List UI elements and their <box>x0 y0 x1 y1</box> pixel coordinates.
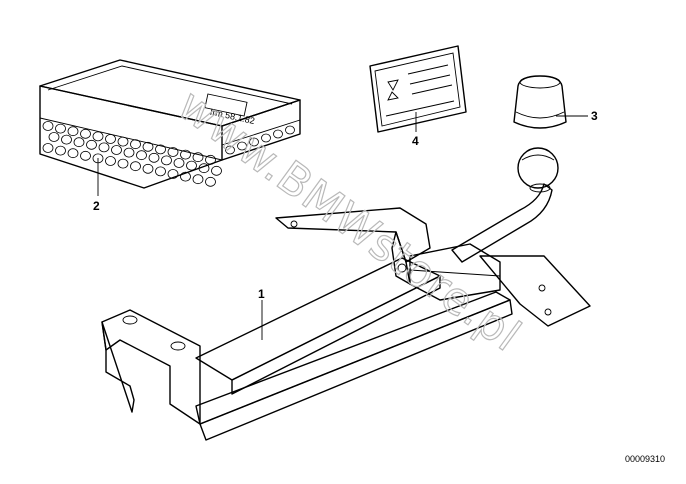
vent-hole <box>198 163 210 174</box>
vent-hole <box>273 129 283 139</box>
vent-hole <box>148 152 160 163</box>
vent-hole <box>80 150 91 161</box>
callout-3: 3 <box>591 109 598 123</box>
vent-hole <box>105 156 116 166</box>
vent-hole <box>80 128 91 139</box>
vent-hole <box>73 137 85 148</box>
vent-hole <box>142 163 154 174</box>
vent-hole <box>42 143 54 153</box>
vent-hole <box>117 158 129 169</box>
vent-hole <box>211 165 222 176</box>
part-1-tow-hitch <box>101 147 591 441</box>
vent-hole <box>285 125 295 135</box>
vent-hole <box>173 158 185 168</box>
ventilation-holes <box>42 121 295 187</box>
vent-hole <box>161 155 172 166</box>
reference-number: 00009310 <box>625 454 665 464</box>
part-2-box: Irm 58.1.82 <box>39 59 301 189</box>
vent-hole <box>192 174 204 185</box>
vent-hole <box>123 147 135 158</box>
vent-hole <box>86 139 97 150</box>
vent-hole <box>205 154 216 165</box>
vent-hole <box>48 132 60 142</box>
vent-hole <box>98 142 110 153</box>
callout-4: 4 <box>412 134 419 148</box>
box-label-plate <box>204 93 248 117</box>
vent-hole <box>180 149 191 160</box>
vent-hole <box>130 139 141 150</box>
vent-hole <box>186 160 197 171</box>
vent-hole <box>155 144 166 155</box>
vent-hole <box>67 126 79 137</box>
vent-hole <box>225 145 235 155</box>
part-4-label-sticker <box>369 45 467 133</box>
vent-hole <box>142 141 154 152</box>
vent-hole <box>167 169 179 179</box>
vent-hole <box>205 176 216 187</box>
vent-hole <box>55 145 66 156</box>
vent-hole <box>105 134 116 144</box>
vent-hole <box>117 136 129 147</box>
watermark: www.BMWstore.pl <box>169 80 531 362</box>
vent-hole <box>249 137 259 147</box>
vent-hole <box>111 145 122 155</box>
vent-hole <box>42 121 54 131</box>
vent-hole <box>130 161 141 172</box>
vent-hole <box>192 152 204 163</box>
part-3-ball-cap <box>513 75 567 129</box>
vent-hole <box>55 123 66 134</box>
vent-hole <box>61 134 72 145</box>
vent-hole <box>237 141 247 151</box>
callout-1: 1 <box>258 287 265 301</box>
vent-hole <box>136 150 147 161</box>
vent-hole <box>155 166 166 177</box>
vent-hole <box>67 148 79 159</box>
vent-hole <box>92 131 104 142</box>
vent-hole <box>180 171 191 182</box>
callout-2: 2 <box>93 199 100 213</box>
vent-hole <box>261 133 271 143</box>
vent-hole <box>167 147 179 157</box>
